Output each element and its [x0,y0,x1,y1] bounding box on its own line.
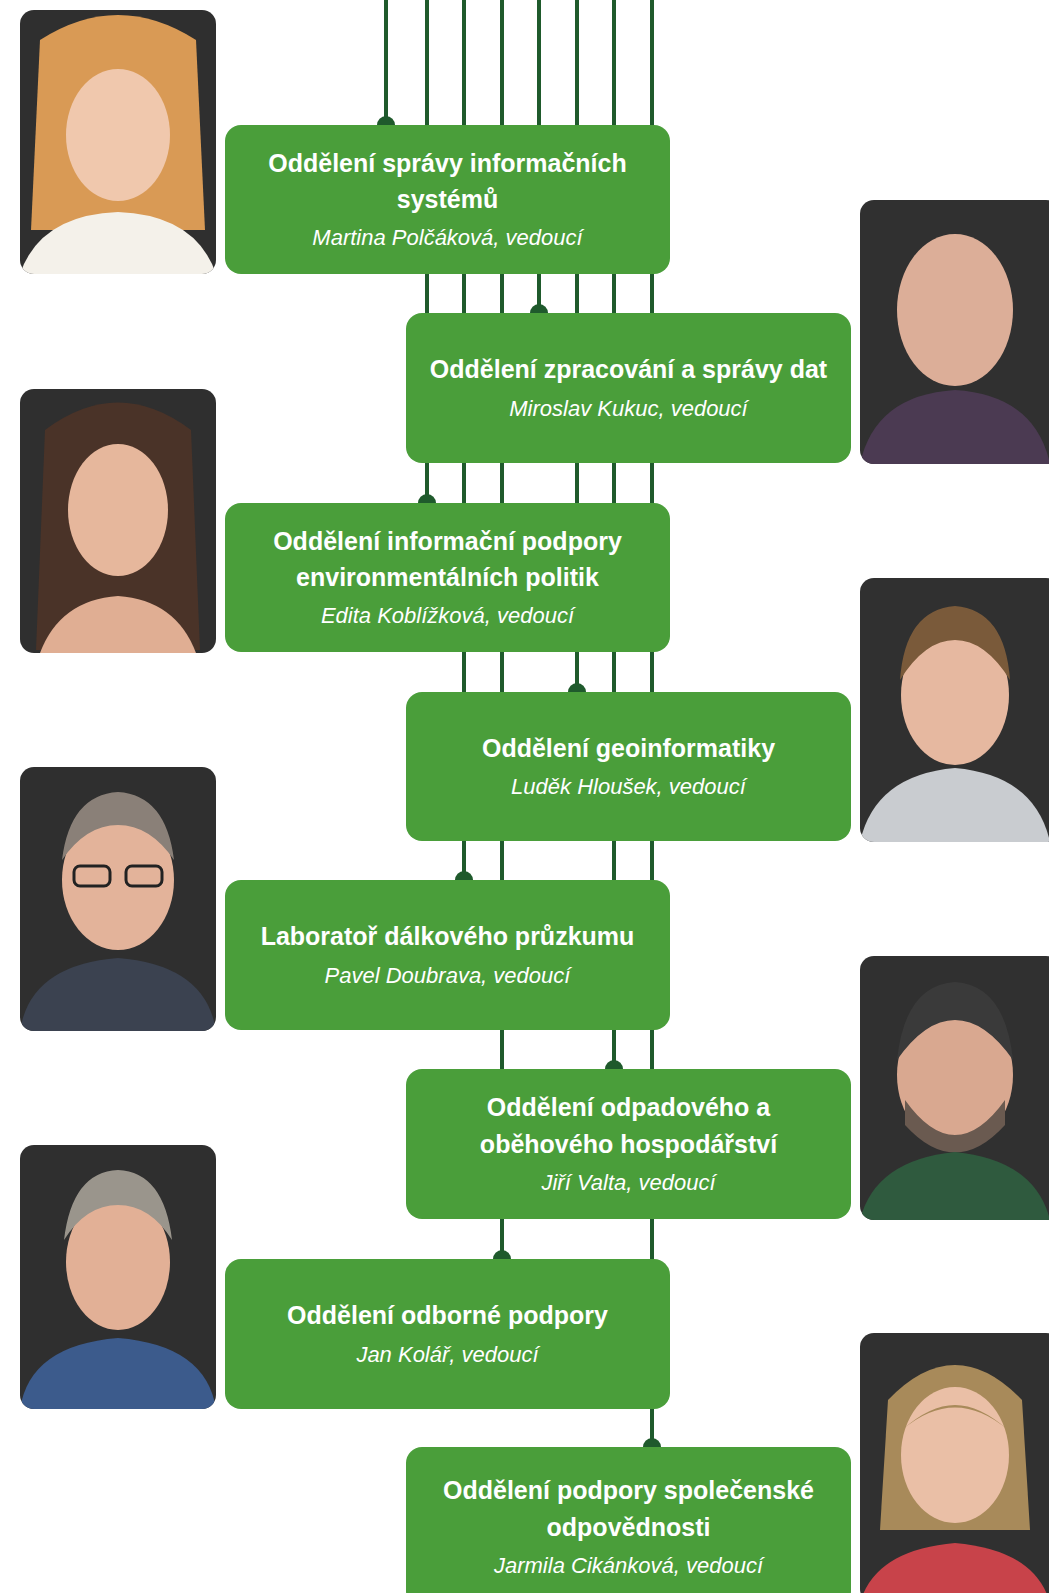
department-head: Jarmila Cikánková, vedoucí [426,1549,831,1582]
department-name: Oddělení podpory společenské odpovědnost… [426,1472,831,1545]
portrait-photo [860,578,1049,842]
department-name: Laboratoř dálkového průzkumu [245,918,650,954]
department-head: Martina Polčáková, vedoucí [245,221,650,254]
portrait-photo [20,389,216,653]
department-box: Oddělení správy informačních systémůMart… [225,125,670,274]
department-name: Oddělení správy informačních systémů [245,145,650,218]
department-box: Oddělení podpory společenské odpovědnost… [406,1447,851,1593]
department-box: Oddělení odpadového a oběhového hospodář… [406,1069,851,1219]
department-head: Miroslav Kukuc, vedoucí [426,392,831,425]
branch-line [384,0,388,125]
department-head: Edita Koblížková, vedoucí [245,599,650,632]
department-head: Jiří Valta, vedoucí [426,1166,831,1199]
department-box: Oddělení zpracování a správy datMiroslav… [406,313,851,463]
department-box: Oddělení informační podpory environmentá… [225,503,670,652]
department-name: Oddělení odborné podpory [245,1297,650,1333]
portrait-photo [860,956,1049,1220]
department-name: Oddělení zpracování a správy dat [426,351,831,387]
department-name: Oddělení odpadového a oběhového hospodář… [426,1089,831,1162]
portrait-photo [860,200,1049,464]
department-box: Laboratoř dálkového průzkumuPavel Doubra… [225,880,670,1030]
portrait-photo [860,1333,1049,1593]
department-name: Oddělení informační podpory environmentá… [245,523,650,596]
portrait-photo [20,1145,216,1409]
department-head: Pavel Doubrava, vedoucí [245,959,650,992]
portrait-photo [20,767,216,1031]
department-name: Oddělení geoinformatiky [426,730,831,766]
department-head: Luděk Hloušek, vedoucí [426,770,831,803]
department-box: Oddělení odborné podporyJan Kolář, vedou… [225,1259,670,1409]
department-head: Jan Kolář, vedoucí [245,1338,650,1371]
department-box: Oddělení geoinformatikyLuděk Hloušek, ve… [406,692,851,841]
portrait-photo [20,10,216,274]
